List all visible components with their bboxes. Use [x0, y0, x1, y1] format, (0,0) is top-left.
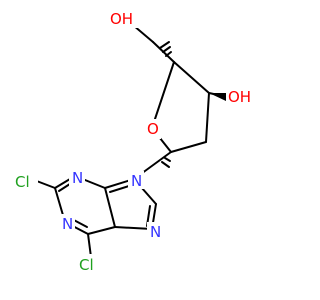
bond-c3-c2 — [205, 92, 210, 143]
atom-label-n7: N — [150, 223, 161, 241]
structure-diagram: OH OH O N N N N Cl Cl — [15, 10, 252, 274]
bond-c6-cl — [87, 233, 92, 258]
bond-c2-c1 — [170, 141, 207, 153]
stereo-hash-c4 — [159, 41, 172, 57]
atom-label-n9: N — [131, 172, 142, 190]
atom-label-oh3: OH — [228, 88, 251, 106]
atom-label-n3: N — [72, 169, 83, 187]
molecule-svg: OH OH O N N N N Cl Cl — [15, 10, 252, 274]
atom-label-n1: N — [62, 215, 73, 233]
bond-o-c4 — [151, 61, 175, 129]
atom-label-cl6: Cl — [79, 256, 94, 274]
atom-label-o-ring: O — [147, 120, 159, 138]
stereo-wedge-c3 — [209, 93, 226, 101]
stereo-hash-c1 — [161, 157, 171, 168]
bond-c6-c5 — [87, 226, 116, 235]
bond-c4-c3 — [173, 61, 210, 94]
bond-c5-c4 — [104, 187, 116, 228]
bond-n7-c5 — [114, 226, 153, 230]
atom-label-cl2: Cl — [15, 173, 30, 191]
atom-label-oh5: OH — [110, 10, 133, 28]
